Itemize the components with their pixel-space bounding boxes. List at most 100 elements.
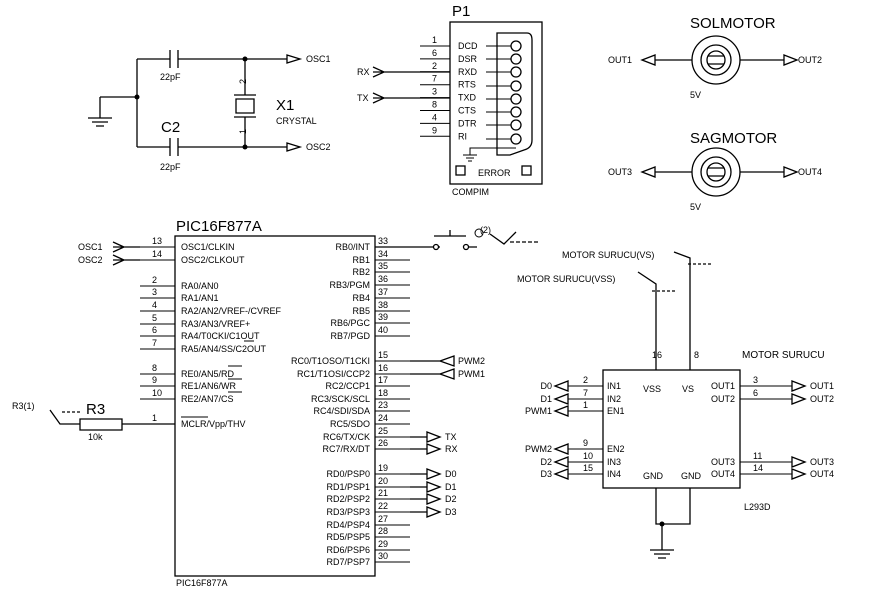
pic-right-pin-number: 18 [378,388,388,398]
l293-left-pin-number: 7 [583,388,588,398]
pic-right-pin-number: 40 [378,325,388,335]
l293-vs-terminal: MOTOR SURUCU(VS) [562,250,654,260]
pic-right-pin-name: RC5/SDO [330,419,370,429]
pic-right-pin-name: RC1/T1OSI/CCP2 [297,369,370,379]
pic-left-pin-name: RE2/AN7/CS [181,394,234,404]
solmotor-left-terminal: OUT1 [608,55,632,65]
pic-left-pin-number: 3 [152,287,157,297]
rb0-switch: (2) [375,225,540,251]
pic-left-pin-number: 8 [152,363,157,373]
r3-ref: R3 [86,401,105,418]
pic-left-pin-number: 7 [152,338,157,348]
pic-left-pin-number: 4 [152,300,157,310]
pic-right-pin-number: 30 [378,551,388,561]
pic-right-pin-number: 35 [378,261,388,271]
p1-pin-name: RXD [458,67,478,77]
pic-left-pin-number: 5 [152,313,157,323]
p1-pin-number: 1 [432,35,437,45]
pic-right-pin-name: RC2/CCP1 [325,381,370,391]
pic-right-pin-number: 33 [378,236,388,246]
pic-right-pin-name: RC7/RX/DT [322,444,370,454]
pic-right-pin-number: 17 [378,375,388,385]
l293-right-pin-number: 6 [753,388,758,398]
l293-left-net-terminal: D1 [540,394,552,404]
pic-right-pin-number: 37 [378,287,388,297]
pic-right-pin-name: RD7/PSP7 [326,557,370,567]
r3-value: 10k [88,432,103,442]
pic-right-net-terminal: D1 [445,482,457,492]
pic-right-pin-name: RD2/PSP2 [326,494,370,504]
pic-right-pin-name: RB2 [352,267,370,277]
sagmotor-voltage: 5V [690,202,701,212]
l293-left-pin-name: EN1 [607,406,625,416]
p1-pin-number: 8 [432,100,437,110]
p1-footer: COMPIM [452,187,489,197]
pic-left-pin-name: RA5/AN4/SS/C2OUT [181,344,267,354]
pic-right-pin-number: 22 [378,501,388,511]
pic-right-pin-name: RD6/PSP6 [326,545,370,555]
l293-part: L293D [744,502,771,512]
l293-left-pin-number: 9 [583,438,588,448]
pic-right-pin-name: RB1 [352,255,370,265]
osc1-terminal-label: OSC1 [306,54,331,64]
l293d-driver: MOTOR SURUCU L293D VSS VS GND GND 16 8 M… [517,250,834,559]
p1-compim-connector: P1 COMPIM ERROR RX TX 1DCD6DSR2RXD7RTS3T… [357,3,543,197]
l293-right-pin-name: OUT2 [711,394,735,404]
pic-right-pin-number: 16 [378,363,388,373]
l293-left-pin-number: 1 [583,400,588,410]
p1-pin-name: CTS [458,106,476,116]
pic-right-pin-name: RD5/PSP5 [326,532,370,542]
solmotor-right-terminal: OUT2 [798,55,822,65]
osc2-terminal-label: OSC2 [306,142,331,152]
x1-ref: X1 [276,97,294,114]
pic-right-pin-number: 28 [378,526,388,536]
solmotor-title: SOLMOTOR [690,15,776,32]
pic-left-pin-name: OSC2/CLKOUT [181,255,245,265]
pic-right-pin-name: RC3/SCK/SCL [311,394,370,404]
pic-left-pin-number: 9 [152,375,157,385]
l293-left-pin-number: 10 [583,451,593,461]
pic-right-pin-name: RC0/T1OSO/T1CKI [291,356,370,366]
l293-right-net-terminal: OUT1 [810,381,834,391]
p1-pin-number: 3 [432,87,437,97]
p1-pin-number: 4 [432,112,437,122]
l293-right-pin-name: OUT3 [711,457,735,467]
pic-right-net-terminal: TX [445,432,457,442]
pic-right-pin-name: RB0/INT [335,242,370,252]
r3-resistor: R3(1) R3 10k [12,401,175,442]
pic-right-pin-number: 36 [378,274,388,284]
l293-right-net-terminal: OUT2 [810,394,834,404]
l293-right-pin-name: OUT1 [711,381,735,391]
sagmotor-title: SAGMOTOR [690,130,777,147]
p1-pin-number: 9 [432,125,437,135]
l293-left-pin-name: IN3 [607,457,621,467]
x1-value: CRYSTAL [276,116,317,126]
p1-pin-name: TXD [458,93,477,103]
p1-pin-name: DSR [458,54,478,64]
l293-vss-name: VSS [643,384,661,394]
pic-right-pin-name: RC6/TX/CK [323,432,370,442]
l293-left-net-terminal: PWM1 [525,406,552,416]
pic-right-pin-number: 19 [378,463,388,473]
l293-left-pin-name: EN2 [607,444,625,454]
x1-pin1: 1 [238,129,248,134]
p1-ref: P1 [452,3,470,20]
pic-left-pin-name: MCLR/Vpp/THV [181,419,246,429]
pic-right-pin-number: 23 [378,400,388,410]
pic-right-pin-number: 21 [378,488,388,498]
p1-pin-number: 6 [432,48,437,58]
l293-gnd1: GND [643,471,664,481]
p1-rx-terminal: RX [357,67,370,77]
solmotor-voltage: 5V [690,90,701,100]
pic-right-pin-name: RD4/PSP4 [326,520,370,530]
pic-left-pin-number: 14 [152,249,162,259]
pic-left-pin-number: 2 [152,275,157,285]
pic-right-pin-number: 20 [378,476,388,486]
l293-vs-name: VS [682,384,694,394]
pic-right-pin-number: 26 [378,438,388,448]
c2-value: 22pF [160,162,181,172]
pic-title: PIC16F877A [176,218,262,235]
l293-left-pin-number: 2 [583,375,588,385]
pic-right-pin-number: 15 [378,350,388,360]
